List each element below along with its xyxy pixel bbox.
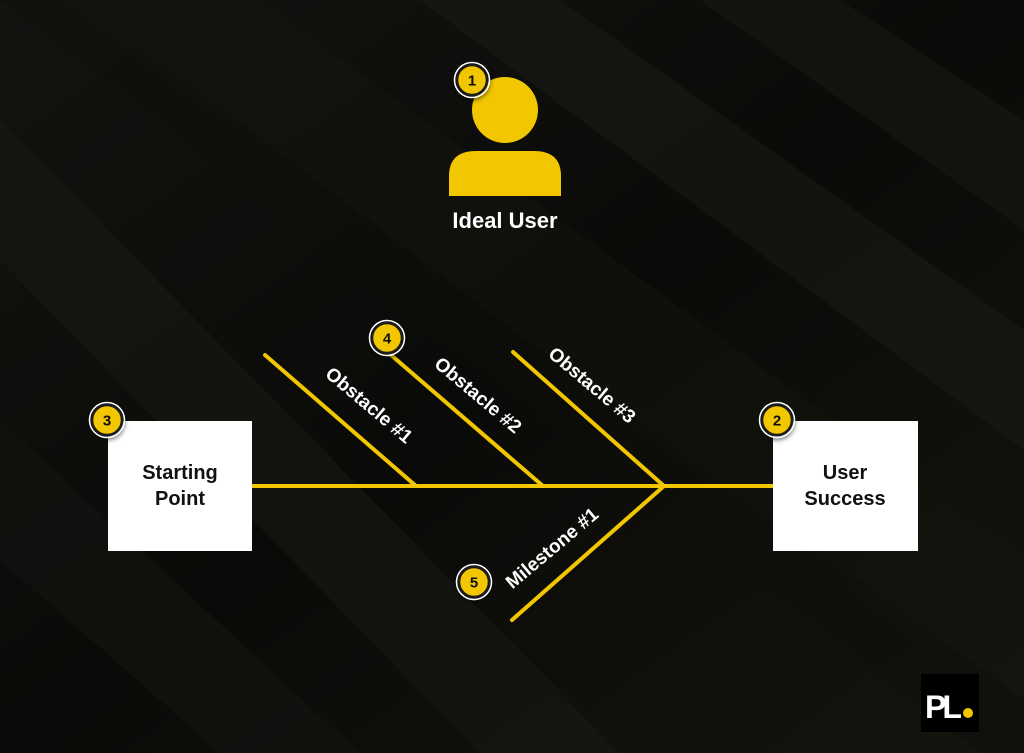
starting-point-box: Starting Point (108, 421, 252, 551)
user-icon (449, 77, 561, 196)
user-success-line2: Success (804, 488, 885, 510)
pl-logo-icon: PL (921, 674, 979, 732)
badge-3-number: 3 (103, 413, 111, 430)
logo-text: PL (925, 689, 961, 725)
ideal-user: Ideal User 1 (449, 61, 561, 233)
badge-3: 3 (88, 401, 126, 439)
badge-4-number: 4 (383, 331, 392, 348)
starting-point-line2: Point (155, 488, 205, 510)
milestone-1-bone (510, 484, 666, 622)
fishbone-lines (250, 350, 775, 622)
badge-4: 4 (368, 319, 406, 357)
obstacle-2-bone (389, 353, 545, 488)
obstacle-1-bone (263, 353, 418, 488)
badge-5: 5 (455, 563, 493, 601)
starting-point-line1: Starting (142, 462, 218, 484)
obstacle-3-bone (511, 350, 666, 488)
badge-5-number: 5 (470, 575, 478, 592)
badge-1-number: 1 (468, 73, 476, 90)
badge-2: 2 (758, 401, 796, 439)
user-success-box: User Success (773, 421, 918, 551)
badge-1: 1 (453, 61, 491, 99)
user-success-line1: User (823, 462, 868, 484)
ideal-user-label: Ideal User (452, 208, 558, 233)
badge-2-number: 2 (773, 413, 781, 430)
